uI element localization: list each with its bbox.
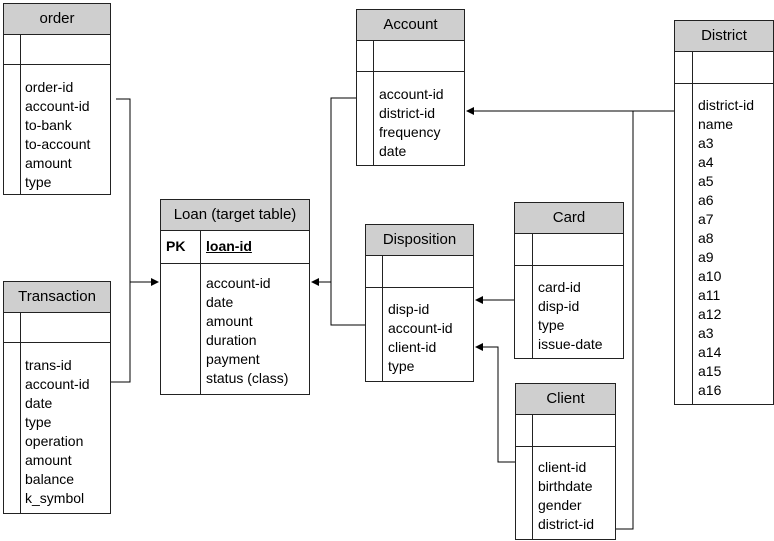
field: a15: [698, 363, 722, 379]
table-account-fields: account-id district-id frequency date: [379, 85, 444, 161]
field: amount: [25, 155, 72, 171]
field: frequency: [379, 124, 441, 140]
table-order-key-row: [4, 35, 110, 65]
table-client-title: Client: [516, 384, 615, 415]
field: a3: [698, 135, 714, 151]
connector-client-to-disposition: [475, 343, 515, 463]
connector-client-to-district: [616, 111, 634, 530]
table-loan: Loan (target table) PK loan-id account-i…: [160, 199, 310, 395]
field: account-id: [388, 320, 453, 336]
field: a14: [698, 344, 722, 360]
table-account: Account account-id district-id frequency…: [356, 9, 465, 166]
connector-disposition-to-loan: [330, 282, 365, 326]
field: amount: [25, 452, 72, 468]
field: trans-id: [25, 357, 72, 373]
field: account-id: [206, 275, 271, 291]
field: type: [538, 317, 565, 333]
field: name: [698, 116, 734, 132]
field: client-id: [538, 459, 587, 475]
table-card-key-row: [515, 234, 623, 266]
field: a9: [698, 249, 714, 265]
field: a12: [698, 306, 722, 322]
field: balance: [25, 471, 75, 487]
table-disposition-fields: disp-id account-id client-id type: [388, 300, 453, 376]
field: type: [25, 414, 52, 430]
table-client-key-row: [516, 415, 615, 447]
table-account-title: Account: [357, 10, 464, 41]
table-district-title: District: [675, 21, 773, 52]
primary-key-field: loan-id: [206, 238, 252, 254]
connector-account-to-loan: [311, 97, 356, 286]
field: duration: [206, 332, 257, 348]
table-card-fields: card-id disp-id type issue-date: [538, 278, 603, 354]
table-card-title: Card: [515, 203, 623, 234]
field: k_symbol: [25, 490, 85, 506]
field: issue-date: [538, 336, 603, 352]
field: district-id: [698, 97, 755, 113]
field: account-id: [25, 98, 90, 114]
table-order-fields: order-id account-id to-bank to-account a…: [25, 78, 90, 192]
field: account-id: [25, 376, 90, 392]
table-transaction-fields: trans-id account-id date type operation …: [25, 356, 90, 508]
table-client: Client client-id birthdate gender distri…: [515, 383, 616, 540]
table-loan-fields: account-id date amount duration payment …: [206, 274, 288, 388]
field: a3: [698, 325, 714, 341]
field: disp-id: [538, 298, 580, 314]
connector-transaction-to-loan: [111, 282, 131, 383]
table-district: District district-id name a3 a4 a5 a6 a7…: [674, 20, 774, 405]
table-client-fields: client-id birthdate gender district-id: [538, 458, 594, 534]
table-district-fields: district-id name a3 a4 a5 a6 a7 a8 a9 a1…: [698, 96, 754, 400]
field: a5: [698, 173, 714, 189]
field: a4: [698, 154, 714, 170]
table-card: Card card-id disp-id type issue-date: [514, 202, 624, 359]
table-account-key-row: [357, 41, 464, 72]
field: gender: [538, 497, 582, 513]
table-transaction: Transaction trans-id account-id date typ…: [3, 281, 111, 514]
field: type: [388, 358, 415, 374]
field: status (class): [206, 370, 289, 386]
field: type: [25, 174, 52, 190]
table-loan-key-row: PK loan-id: [161, 231, 309, 264]
table-disposition-key-row: [366, 256, 473, 288]
field: date: [25, 395, 53, 411]
field: a16: [698, 382, 722, 398]
field: a7: [698, 211, 714, 227]
field: payment: [206, 351, 260, 367]
table-disposition: Disposition disp-id account-id client-id…: [365, 224, 474, 382]
field: district-id: [379, 105, 436, 121]
field: amount: [206, 313, 253, 329]
table-district-key-row: [675, 52, 773, 84]
primary-key-label: PK: [166, 238, 186, 254]
field: birthdate: [538, 478, 593, 494]
field: account-id: [379, 86, 444, 102]
field: disp-id: [388, 301, 430, 317]
field: a6: [698, 192, 714, 208]
field: client-id: [388, 339, 437, 355]
field: operation: [25, 433, 84, 449]
field: order-id: [25, 79, 74, 95]
field: a11: [698, 287, 721, 303]
table-disposition-title: Disposition: [366, 225, 473, 256]
table-order-title: order: [4, 4, 110, 35]
table-order: order order-id account-id to-bank to-acc…: [3, 3, 111, 195]
field: district-id: [538, 516, 595, 532]
table-transaction-title: Transaction: [4, 282, 110, 313]
field: date: [379, 143, 407, 159]
table-transaction-key-row: [4, 313, 110, 343]
field: to-bank: [25, 117, 72, 133]
field: a8: [698, 230, 714, 246]
field: card-id: [538, 279, 581, 295]
table-loan-title: Loan (target table): [161, 200, 309, 231]
connector-order-to-loan: [116, 98, 159, 286]
field: date: [206, 294, 234, 310]
field: a10: [698, 268, 722, 284]
field: to-account: [25, 136, 91, 152]
